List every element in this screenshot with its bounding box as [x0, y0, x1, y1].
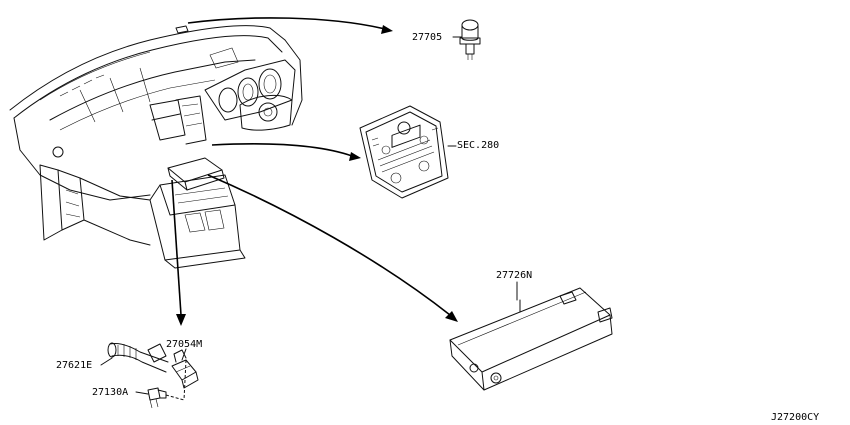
part-sec280-audio-panel — [359, 105, 457, 199]
part-27705-sensor-clip — [459, 19, 481, 60]
dashboard-illustration — [9, 25, 303, 269]
pointer-arrows — [171, 17, 458, 326]
part-27054m-sensor-assembly — [171, 349, 199, 401]
part-27726n-control-unit — [449, 287, 613, 391]
label-sec280: SEC.280 — [457, 140, 500, 151]
label-27130a: 27130A — [92, 387, 129, 398]
label-27621e: 27621E — [56, 360, 93, 371]
label-27054m: 27054M — [166, 339, 203, 350]
diagram-code: J27200CY — [771, 412, 820, 423]
leader-lines — [100, 36, 518, 395]
label-27705: 27705 — [412, 32, 443, 43]
part-27130a-clip — [147, 387, 185, 409]
part-27621e-aspirator-hose — [107, 342, 169, 373]
label-27726n: 27726N — [496, 270, 533, 281]
